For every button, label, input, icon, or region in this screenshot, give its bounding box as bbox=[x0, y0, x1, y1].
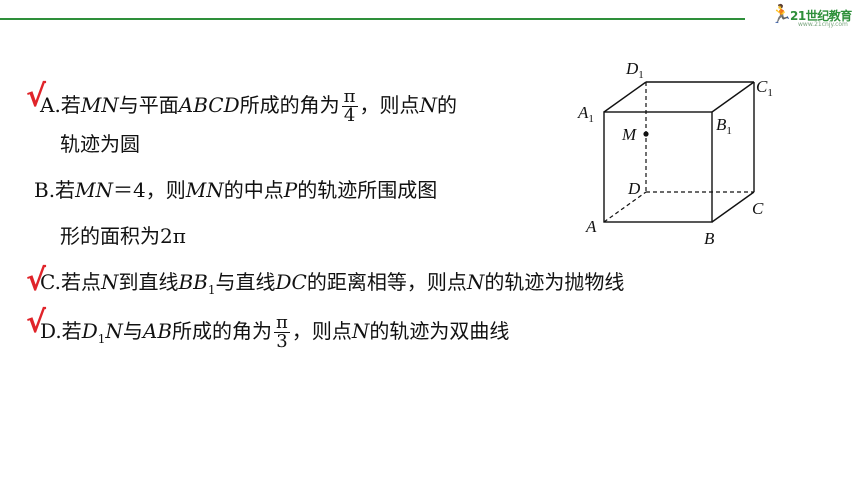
edge-b1-c1 bbox=[711, 81, 755, 113]
edge-b-c bbox=[711, 191, 755, 223]
label-b1: B1 bbox=[716, 115, 732, 137]
label-c: C bbox=[752, 199, 764, 218]
label-d1: D1 bbox=[625, 59, 644, 81]
brand-logo: 🏃 21世纪教育 www.21cnjy.com bbox=[770, 4, 860, 28]
label-c1: C1 bbox=[756, 77, 773, 99]
runner-icon: 🏃 bbox=[770, 4, 793, 25]
label-a1: A1 bbox=[577, 103, 594, 125]
edge-a-d-hidden bbox=[603, 191, 647, 223]
cube-diagram: D1 C1 A1 B1 M D C A B bbox=[577, 59, 773, 248]
label-d: D bbox=[627, 179, 641, 198]
option-b-line2: 形的面积为2π bbox=[60, 224, 186, 248]
point-m bbox=[643, 131, 649, 137]
check-mark-a: √ bbox=[26, 79, 47, 114]
logo-url: www.21cnjy.com bbox=[798, 21, 848, 28]
label-b: B bbox=[704, 229, 715, 248]
edge-a1-d1 bbox=[603, 81, 647, 113]
check-mark-d: √ bbox=[26, 305, 47, 340]
header-rule bbox=[0, 18, 745, 20]
logo-brand: 21世纪教育 bbox=[790, 9, 852, 23]
label-m: M bbox=[621, 125, 637, 144]
label-a: A bbox=[585, 217, 597, 236]
cube-front-face bbox=[603, 111, 713, 223]
check-mark-c: √ bbox=[26, 263, 47, 298]
option-a-line2: 轨迹为圆 bbox=[60, 132, 140, 156]
option-c-line: C.若点N到直线BB1与直线DC的距离相等，则点N的轨迹为抛物线 bbox=[40, 270, 625, 297]
option-b-line1: B.若MN＝4，则MN的中点P的轨迹所围成图 bbox=[34, 178, 438, 202]
